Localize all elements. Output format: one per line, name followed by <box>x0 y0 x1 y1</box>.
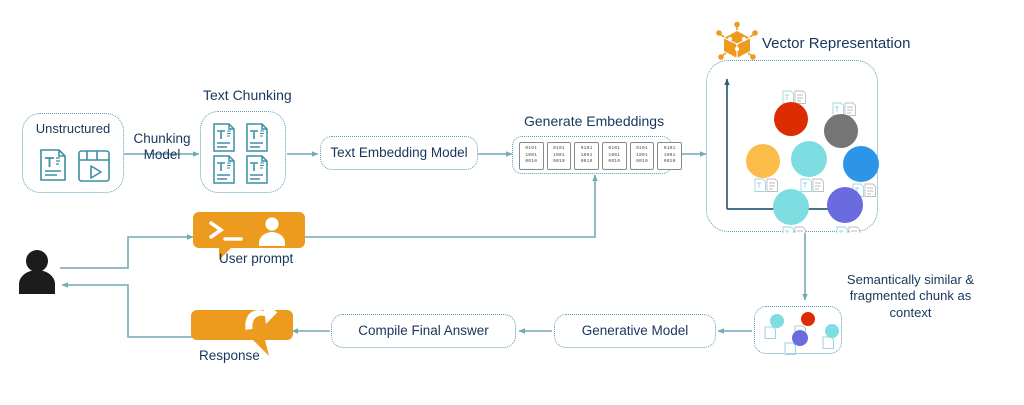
chunk-tag-icon <box>800 178 824 192</box>
generative-model-label: Generative Model <box>581 323 689 339</box>
response-caption: Response <box>199 348 260 363</box>
embedding-bits: 0101 <box>525 146 538 152</box>
text-document-icon <box>213 123 235 152</box>
context-note-label: Semantically similar & fragmented chunk … <box>846 272 975 320</box>
text-document-icon <box>246 155 268 184</box>
text-chunking-title: Text Chunking <box>203 87 292 103</box>
reply-arrow-icon <box>245 303 278 330</box>
embedding-bits: 0101 <box>580 146 593 152</box>
embedding-bits: 1001 <box>525 152 538 158</box>
point-blue <box>843 146 879 182</box>
chunk-tag-icon <box>782 90 806 104</box>
text-chunking-node[interactable] <box>200 111 286 193</box>
context-chunk-node[interactable] <box>754 306 842 355</box>
point-indigo <box>827 187 863 223</box>
video-clapperboard-icon <box>78 150 110 182</box>
embedding-bits: 1001 <box>663 152 676 158</box>
unstructured-icons <box>40 149 110 182</box>
user-prompt-bubble[interactable] <box>193 212 305 260</box>
generative-model-node[interactable]: Generative Model <box>554 314 716 348</box>
chunk-doc-icon <box>784 342 797 355</box>
embedding-bits: 0101 <box>553 146 565 152</box>
chunk-tag-icon <box>782 226 806 233</box>
text-embedding-model-node[interactable]: Text Embedding Model <box>320 136 478 170</box>
arrow-user-to-userprompt <box>60 234 194 269</box>
text-document-icon <box>40 149 66 181</box>
embedding-bits: 0010 <box>525 159 538 165</box>
vector-space-plot <box>724 78 879 233</box>
chunk-tag-icon <box>832 102 856 116</box>
point-red <box>774 102 808 136</box>
chunking-model-line2: Model <box>143 146 181 162</box>
point-amber <box>746 144 780 178</box>
point-cyan-2 <box>773 189 809 225</box>
user-avatar-icon <box>19 250 55 294</box>
embedding-bits: 1001 <box>553 152 565 158</box>
chunk-tag-icon <box>852 183 876 197</box>
vector-representation-title: Vector Representation <box>762 35 911 52</box>
embedding-bits: 0010 <box>553 159 565 165</box>
embedding-bits: 1001 <box>580 152 593 158</box>
arrow-userprompt-to-embeddings <box>305 174 598 238</box>
arrow-response-to-user <box>61 282 193 338</box>
embedding-bits: 0101 <box>608 146 621 152</box>
compile-final-answer-node[interactable]: Compile Final Answer <box>331 314 516 348</box>
embedding-bits: 0101 <box>636 146 648 152</box>
chunk-tag-icon <box>836 226 860 233</box>
embedding-bits: 0010 <box>663 159 676 165</box>
unstructured-node[interactable]: Unstructured <box>22 113 124 193</box>
ctx-red <box>801 312 815 326</box>
user-prompt-caption: User prompt <box>219 251 294 266</box>
ctx-indigo <box>792 330 808 346</box>
vector-representation-node[interactable] <box>706 60 879 233</box>
unstructured-label: Unstructured <box>35 121 111 136</box>
embedding-bits: 1001 <box>636 152 648 158</box>
vector-cube-icon <box>716 22 758 60</box>
embedding-bits: 0101 <box>663 146 676 152</box>
point-grey <box>824 114 858 148</box>
person-icon <box>259 217 285 246</box>
embedding-bits: 1001 <box>608 152 621 158</box>
chunking-model-label: Chunking Model <box>128 131 196 162</box>
chunk-doc-icon <box>764 326 777 340</box>
embedding-bits: 0010 <box>608 159 621 165</box>
terminal-prompt-icon <box>209 221 243 241</box>
chunk-tag-icon <box>754 178 778 192</box>
compile-final-answer-label: Compile Final Answer <box>358 323 489 339</box>
text-document-icon <box>213 155 235 184</box>
generate-embeddings-title: Generate Embeddings <box>524 113 665 129</box>
response-bubble[interactable] <box>191 300 293 356</box>
chunking-model-line1: Chunking <box>133 131 191 146</box>
context-chunk-content <box>764 312 839 355</box>
embedding-bits: 0010 <box>580 159 593 165</box>
point-cyan-1 <box>791 141 827 177</box>
text-embedding-model-label: Text Embedding Model <box>330 145 468 161</box>
chunk-doc-icon <box>822 336 835 350</box>
chunk-grid-icons <box>213 123 268 184</box>
text-document-icon <box>246 123 268 152</box>
ctx-cyan-2 <box>825 324 839 338</box>
embedding-bits: 0010 <box>636 159 648 165</box>
ctx-cyan-1 <box>770 314 784 328</box>
